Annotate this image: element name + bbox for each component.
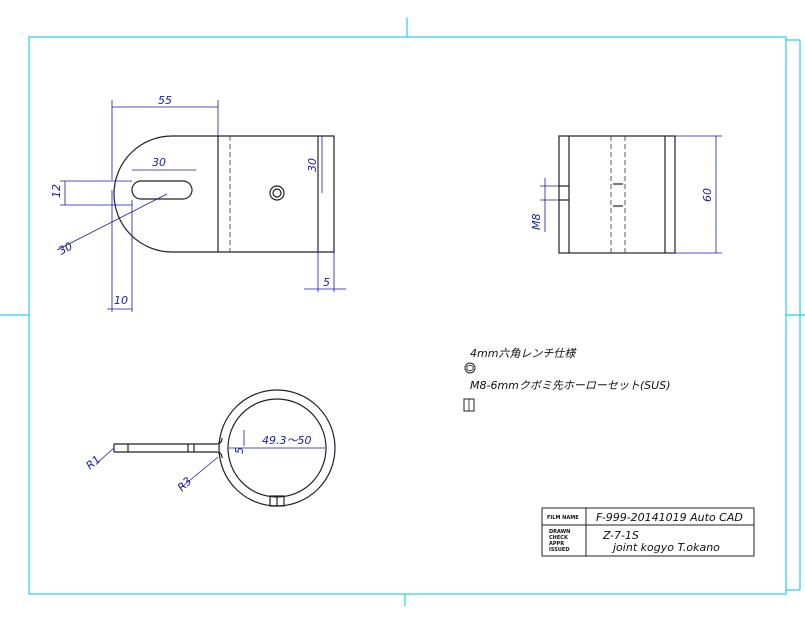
- dim-5-thickness: 5: [323, 276, 330, 289]
- dim-5-gap: 5: [233, 447, 246, 454]
- dim-10: 10: [114, 294, 128, 307]
- dim-diameter: 49.3～50: [262, 434, 312, 447]
- appr-label: APPR: [549, 541, 564, 547]
- set-screw-icon: [463, 398, 475, 412]
- dim-m8: M8: [530, 214, 543, 231]
- film-name-value: F-999-20141019 Auto CAD: [596, 511, 743, 524]
- hex-nut-icon: [464, 362, 476, 374]
- top-view: 55 30 30 12 30 10 5: [50, 94, 346, 312]
- dim-30-slot: 30: [152, 156, 166, 169]
- dim-55: 55: [158, 94, 172, 107]
- dim-30-height: 30: [306, 158, 319, 172]
- part-number: Z-7-1S: [602, 529, 639, 542]
- dim-r3: R3: [175, 475, 195, 495]
- check-label: CHECK: [549, 535, 569, 541]
- side-view: M8 60: [530, 135, 722, 254]
- film-name-label: FILM NAME: [547, 515, 579, 521]
- drawing-frame: [0, 18, 805, 606]
- notes: 4mm六角レンチ仕様 M8-6mmクボミ先ホーローセット(SUS): [463, 347, 671, 412]
- dim-12: 12: [50, 184, 63, 198]
- drawn-label: DRAWN: [549, 529, 570, 535]
- dim-60: 60: [701, 188, 714, 202]
- title-block: FILM NAME F-999-20141019 Auto CAD DRAWN …: [541, 507, 755, 557]
- bottom-view: 49.3～50 5 R1 R3: [84, 389, 336, 507]
- issued-label: ISSUED: [549, 547, 569, 553]
- note-setscrew: M8-6mmクボミ先ホーローセット(SUS): [470, 379, 671, 392]
- company-name: joint kogyo T.okano: [611, 541, 720, 554]
- note-wrench: 4mm六角レンチ仕様: [470, 347, 577, 360]
- dim-radius-30: 30: [56, 240, 74, 258]
- dim-r1: R1: [84, 453, 104, 472]
